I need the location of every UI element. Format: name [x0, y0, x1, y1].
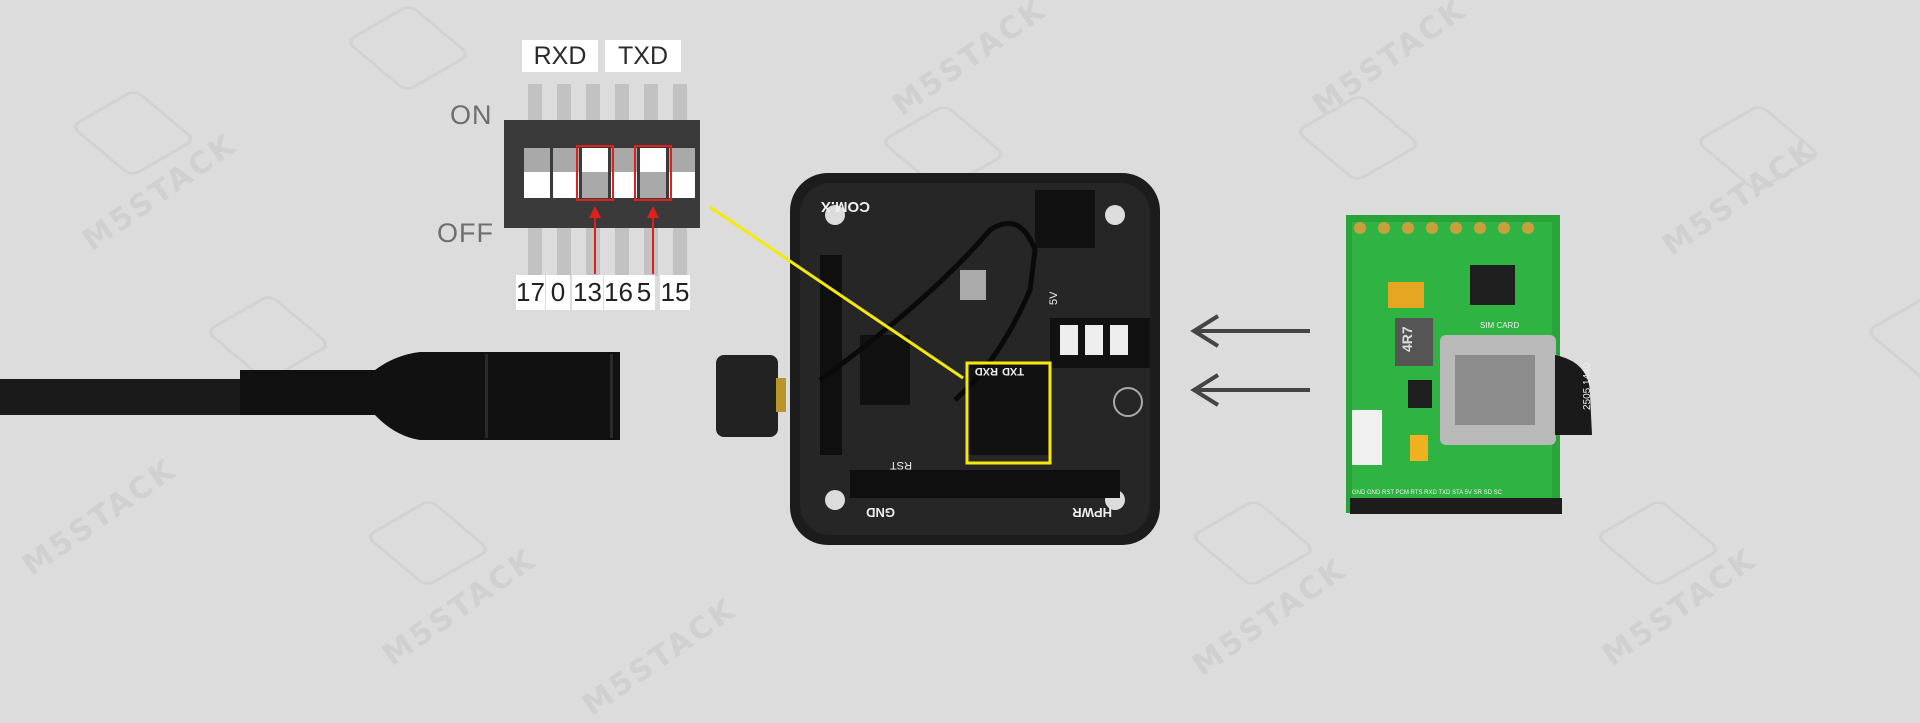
- pin-bar-top: [615, 84, 629, 122]
- rxd-header-label: RXD: [522, 40, 598, 72]
- dip-switch-body: [504, 120, 700, 228]
- pin-bar-bottom: [528, 226, 542, 276]
- highlight-line-5: [652, 216, 654, 274]
- pin-bar-bottom: [557, 226, 571, 276]
- pin-number-17: 17: [516, 275, 545, 310]
- highlight-box-13: [576, 145, 614, 201]
- dip-switch-0: [553, 148, 579, 198]
- switch-lever-bottom: [553, 172, 579, 198]
- on-label: ON: [450, 100, 493, 130]
- connector-line: [709, 205, 964, 380]
- pin-bar-bottom: [644, 226, 658, 276]
- txd-board-label: TXD: [1002, 365, 1024, 377]
- arrow-upper-icon: [1190, 314, 1310, 348]
- switch-lever-top: [669, 148, 695, 172]
- pin-number-15: 15: [660, 275, 690, 310]
- arrow-up-icon: [589, 206, 601, 218]
- sim-module-board: 4R7 SIM CARD 2505 1440 GND GND RST PCM R…: [1346, 215, 1593, 514]
- pin-bar-top: [528, 84, 542, 122]
- switch-lever-top: [582, 148, 608, 172]
- highlight-box-5: [634, 145, 672, 201]
- dip-switch-17: [524, 148, 550, 198]
- 5v-board-label: 5V: [1048, 291, 1060, 305]
- pin-bar-bottom: [586, 226, 600, 276]
- dip-switch-15: [669, 148, 695, 198]
- switch-lever-bottom: [524, 172, 550, 198]
- dip-switch-5: [640, 148, 666, 198]
- rst-board-label: RST: [890, 459, 912, 471]
- switch-lever-top: [611, 148, 637, 172]
- switch-lever-top: [553, 148, 579, 172]
- switch-lever-bottom: [669, 172, 695, 198]
- dip-switch-13: [582, 148, 608, 198]
- dip-switch-16: [611, 148, 637, 198]
- switch-lever-top: [640, 148, 666, 172]
- switch-lever-bottom: [582, 172, 608, 198]
- pin-bar-top: [673, 84, 687, 122]
- sim-pin-labels: GND GND RST PCM RTS RXD TXD STA 5V SR SD…: [1352, 490, 1503, 496]
- arrow-lower-icon: [1190, 373, 1310, 407]
- sim-card-label: SIM CARD: [1480, 321, 1519, 330]
- sim-capacitor-label: 2505 1440: [1582, 362, 1593, 410]
- pin-number-0: 0: [546, 275, 570, 310]
- pin-bar-bottom: [673, 226, 687, 276]
- switch-lever-bottom: [611, 172, 637, 198]
- antenna: [0, 352, 828, 440]
- inductor-label: 4R7: [1399, 326, 1415, 352]
- hpwr-label: HPWR: [1072, 505, 1112, 520]
- pin-number-5: 5: [633, 275, 655, 310]
- pin-bar-top: [586, 84, 600, 122]
- pin-bar-top: [644, 84, 658, 122]
- txd-header-label: TXD: [605, 40, 681, 72]
- pin-bar-top: [557, 84, 571, 122]
- dip-switch-highlight-box: [965, 361, 1052, 465]
- pin-number-13: 13: [572, 275, 603, 310]
- off-label: OFF: [437, 218, 494, 248]
- switch-lever-top: [524, 148, 550, 172]
- switch-lever-bottom: [640, 172, 666, 198]
- rxd-board-label: RXD: [975, 365, 998, 377]
- highlight-line-13: [594, 216, 596, 274]
- arrow-up-icon: [647, 206, 659, 218]
- com-x-label: COM.X: [821, 198, 870, 215]
- gnd-label: GND: [866, 505, 895, 520]
- base-module: COM.X GND HPWR RXD TXD RST 5V: [790, 173, 1160, 545]
- pin-bar-bottom: [615, 226, 629, 276]
- pin-number-16: 16: [604, 275, 633, 310]
